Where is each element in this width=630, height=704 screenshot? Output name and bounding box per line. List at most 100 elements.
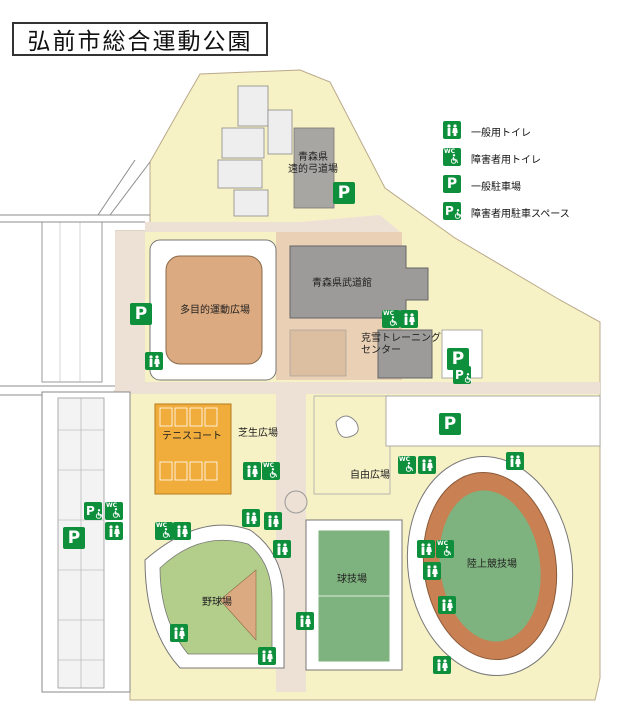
wc-glyph: WC bbox=[399, 456, 411, 463]
label-archery: 青森県遠的弓道場 bbox=[288, 152, 338, 175]
restroom-icon[interactable] bbox=[170, 624, 188, 642]
label-budokan: 青森県武道館 bbox=[312, 278, 372, 289]
parking-glyph: P bbox=[443, 414, 457, 434]
restroom-icon[interactable] bbox=[438, 596, 456, 614]
restroom-icon[interactable] bbox=[242, 509, 260, 527]
map-title: 弘前市総合運動公園 bbox=[12, 22, 268, 56]
parking-glyph: P bbox=[445, 204, 454, 218]
accessible-restroom-icon[interactable]: WC bbox=[436, 540, 454, 558]
restroom-icon[interactable] bbox=[173, 522, 191, 540]
archery-range bbox=[293, 127, 335, 209]
wheelchair-glyph bbox=[464, 372, 472, 383]
accessible-parking-icon[interactable]: P bbox=[84, 502, 103, 520]
legend-row: 一般用トイレ bbox=[443, 121, 573, 140]
person-pair-glyph bbox=[149, 354, 160, 367]
parking-icon[interactable]: P bbox=[333, 182, 355, 204]
label-free-plaza: 自由広場 bbox=[350, 470, 390, 481]
accessible-parking-icon[interactable]: P bbox=[453, 366, 472, 384]
multipurpose-field bbox=[165, 255, 263, 365]
parking-glyph: P bbox=[67, 528, 81, 548]
person-pair-glyph bbox=[109, 524, 120, 537]
east-parking-lot bbox=[385, 395, 601, 447]
parking-glyph: P bbox=[86, 504, 95, 518]
restroom-icon[interactable] bbox=[433, 656, 451, 674]
legend-label: 一般駐車場 bbox=[471, 182, 521, 193]
restroom-icon[interactable] bbox=[273, 540, 291, 558]
wheelchair-glyph bbox=[443, 546, 452, 556]
free-plaza-area bbox=[313, 395, 391, 495]
restroom-icon[interactable] bbox=[105, 522, 123, 540]
person-pair-glyph bbox=[510, 454, 521, 467]
person-pair-glyph bbox=[421, 542, 432, 555]
person-pair-glyph bbox=[427, 564, 438, 577]
person-pair-glyph bbox=[247, 464, 258, 477]
person-pair-glyph bbox=[177, 524, 188, 537]
wc-glyph: WC bbox=[263, 462, 275, 469]
wheelchair-glyph bbox=[269, 468, 278, 478]
restroom-icon[interactable] bbox=[296, 612, 314, 630]
person-pair-glyph bbox=[404, 312, 415, 325]
parking-icon[interactable]: P bbox=[63, 527, 85, 549]
person-pair-glyph bbox=[262, 649, 273, 662]
parking-glyph: P bbox=[134, 304, 148, 324]
accessible-restroom-icon[interactable]: WC bbox=[398, 456, 416, 474]
wc-glyph: WC bbox=[437, 540, 449, 547]
athletics-infield bbox=[439, 490, 541, 642]
wheelchair-glyph bbox=[450, 154, 459, 164]
person-pair-glyph bbox=[246, 511, 257, 524]
legend-row: P 障害者用駐車スペース bbox=[443, 202, 573, 221]
person-pair-glyph bbox=[442, 598, 453, 611]
west-lot-north bbox=[41, 221, 103, 383]
label-multipurpose-ground: 多目的運動広場 bbox=[180, 305, 250, 316]
accessible-restroom-icon[interactable]: WC bbox=[155, 522, 173, 540]
accessible-restroom-icon[interactable]: WC bbox=[262, 462, 280, 480]
label-baseball: 野球場 bbox=[202, 597, 232, 608]
wc-glyph: WC bbox=[444, 148, 456, 155]
restroom-icon[interactable] bbox=[243, 462, 261, 480]
legend-row: P 一般駐車場 bbox=[443, 175, 573, 194]
wc-glyph: WC bbox=[156, 522, 168, 529]
label-ball-field: 球技場 bbox=[337, 574, 367, 585]
restroom-icon[interactable] bbox=[418, 456, 436, 474]
wheelchair-glyph bbox=[112, 508, 121, 518]
accessible-restroom-icon: WC bbox=[443, 148, 461, 166]
legend-label: 障害者用トイレ bbox=[471, 155, 541, 166]
tennis-courts bbox=[154, 403, 232, 495]
snow-training-building bbox=[377, 329, 433, 379]
wheelchair-glyph bbox=[454, 208, 462, 219]
wheelchair-glyph bbox=[162, 528, 171, 538]
wheelchair-glyph bbox=[95, 508, 103, 519]
restroom-icon[interactable] bbox=[423, 562, 441, 580]
parking-glyph: P bbox=[455, 368, 464, 382]
restroom-icon[interactable] bbox=[264, 512, 282, 530]
parking-icon: P bbox=[443, 175, 461, 193]
label-athletics: 陸上競技場 bbox=[467, 559, 517, 570]
accessible-restroom-icon[interactable]: WC bbox=[382, 310, 400, 328]
person-pair-glyph bbox=[277, 542, 288, 555]
person-pair-glyph bbox=[174, 626, 185, 639]
roundabout bbox=[284, 490, 308, 514]
parking-icon[interactable]: P bbox=[130, 303, 152, 325]
accessible-restroom-icon[interactable]: WC bbox=[105, 502, 123, 520]
restroom-icon[interactable] bbox=[258, 647, 276, 665]
restroom-icon bbox=[443, 121, 461, 139]
wheelchair-glyph bbox=[389, 316, 398, 326]
budokan-building bbox=[289, 245, 429, 319]
parking-icon[interactable]: P bbox=[447, 348, 469, 370]
restroom-icon[interactable] bbox=[506, 452, 524, 470]
restroom-icon[interactable] bbox=[145, 352, 163, 370]
parking-icon[interactable]: P bbox=[439, 413, 461, 435]
person-pair-glyph bbox=[447, 123, 458, 136]
wc-glyph: WC bbox=[383, 310, 395, 317]
label-snow-training: 克雪トレーニングセンター bbox=[361, 333, 441, 356]
path-north bbox=[145, 215, 400, 232]
map-legend: 一般用トイレ WC 障害者用トイレ P 一般駐車場 P 障害者用駐車スペース bbox=[443, 121, 573, 229]
wc-glyph: WC bbox=[106, 502, 118, 509]
person-pair-glyph bbox=[422, 458, 433, 471]
restroom-icon[interactable] bbox=[417, 540, 435, 558]
wheelchair-glyph bbox=[405, 462, 414, 472]
restroom-icon[interactable] bbox=[400, 310, 418, 328]
parking-glyph: P bbox=[337, 183, 351, 203]
